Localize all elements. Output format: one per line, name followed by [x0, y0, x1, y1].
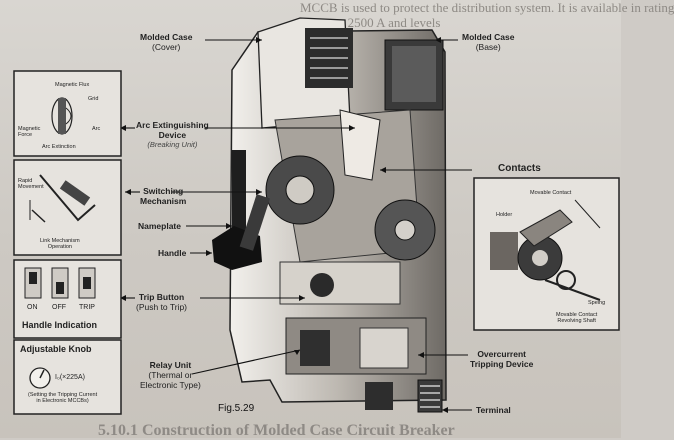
contacts-detail-inset [473, 177, 620, 331]
bg-text-footer: 5.10.1 Construction of Molded Case Circu… [98, 422, 455, 439]
inset-arc-extinction: Arc Extinction [42, 144, 76, 150]
inset-link-caption: Link Mechanism Operation [40, 238, 80, 250]
handle-inset-drawing [13, 259, 122, 339]
inset-movable-contact: Movable Contact [530, 190, 572, 196]
leader-lines [120, 39, 472, 411]
inset-handle-title: Handle Indication [22, 320, 98, 330]
inset-spring: Speing [588, 300, 606, 306]
label-nameplate: Nameplate [138, 221, 181, 231]
label-handle: Handle [158, 248, 187, 258]
inset-holder: Holder [496, 212, 513, 218]
bg-text-line-2: up to 2500 A and levels [318, 15, 441, 30]
link-inset-drawing [13, 159, 122, 256]
inset-handle-off: OFF [52, 304, 66, 311]
label-trip-button: Trip Button (Push to Trip) [136, 292, 188, 312]
label-molded-case-base: Molded Case (Base) [462, 32, 515, 52]
inset-arc: Arc [92, 126, 101, 132]
inset-knob-title: Adjustable Knob [20, 344, 92, 354]
inset-revolving-shaft: Movable Contact Revolving Shaft [556, 312, 598, 324]
inset-rapid-movement: Rapid Movement [18, 178, 44, 190]
inset-handle-on: ON [27, 304, 38, 311]
label-relay-unit: Relay Unit (Thermal or Electronic Type) [140, 360, 201, 390]
label-terminal: Terminal [476, 405, 511, 415]
knob-inset-drawing [13, 339, 122, 415]
mccb-illustration [13, 17, 620, 415]
label-overcurrent-tripping: Overcurrent Tripping Device [470, 349, 534, 369]
inset-grid: Grid [88, 96, 99, 102]
inset-knob-setting: I₀(×225A) [55, 374, 85, 381]
inset-magnetic-flux: Magnetic Flux [55, 82, 90, 88]
bg-text-line-1: MCCB is used to protect the distribution… [300, 0, 674, 15]
inset-magnetic-force: Magnetic Force [18, 126, 41, 138]
inset-handle-trip: TRIP [79, 304, 95, 311]
inset-knob-note: (Setting the Tripping Current in Electro… [28, 392, 98, 404]
label-arc-extinguishing: Arc Extinguishing Device (Breaking Unit) [136, 120, 209, 149]
figure-caption: Fig.5.29 [218, 403, 255, 414]
magnetic-inset-drawing [13, 70, 122, 157]
label-molded-case-cover: Molded Case (Cover) [140, 32, 193, 52]
breaker-body [212, 17, 447, 413]
label-contacts: Contacts [498, 163, 541, 174]
label-switching-mechanism: Switching Mechanism [140, 186, 187, 206]
